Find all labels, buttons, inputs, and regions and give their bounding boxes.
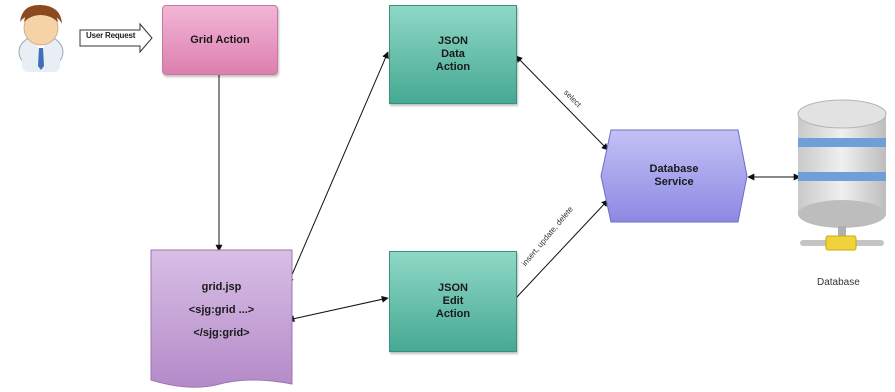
json-edit-line-3: Action bbox=[435, 308, 471, 320]
json-edit-action-box: JSON Edit Action bbox=[389, 251, 517, 352]
edge-grid-jsp-json-edit bbox=[287, 295, 389, 323]
database-label: Database bbox=[817, 277, 860, 288]
json-data-action-box: JSON Data Action bbox=[389, 5, 517, 104]
grid-action-label: Grid Action bbox=[190, 33, 250, 46]
user-request-label: User Request bbox=[86, 31, 136, 40]
edge-json-data-service bbox=[515, 55, 609, 151]
user-request-arrow bbox=[79, 22, 153, 54]
grid-jsp-box: grid.jsp <sjg:grid ...> </sjg:grid> bbox=[151, 250, 292, 370]
database-icon bbox=[797, 99, 887, 251]
json-edit-line-2: Edit bbox=[442, 295, 464, 307]
grid-action-box: Grid Action bbox=[162, 5, 278, 75]
edge-grid-jsp-json-data bbox=[287, 51, 389, 285]
grid-jsp-line-2: <sjg:grid ...> bbox=[188, 303, 255, 316]
user-icon bbox=[18, 4, 64, 72]
json-data-line-1: JSON bbox=[438, 35, 468, 47]
json-data-line-2: Data bbox=[441, 48, 465, 60]
grid-jsp-shape bbox=[150, 249, 293, 388]
json-edit-line-1: JSON bbox=[438, 282, 468, 294]
grid-jsp-line-3: </sjg:grid> bbox=[193, 326, 250, 339]
database-service-shape bbox=[600, 129, 748, 223]
grid-jsp-line-1: grid.jsp bbox=[201, 280, 242, 293]
database-service-line-1: Database bbox=[649, 163, 699, 175]
json-data-line-3: Action bbox=[435, 61, 471, 73]
database-service-box: Database Service bbox=[601, 130, 747, 222]
edge-json-edit-service bbox=[515, 199, 609, 299]
database-service-line-2: Service bbox=[654, 176, 694, 188]
